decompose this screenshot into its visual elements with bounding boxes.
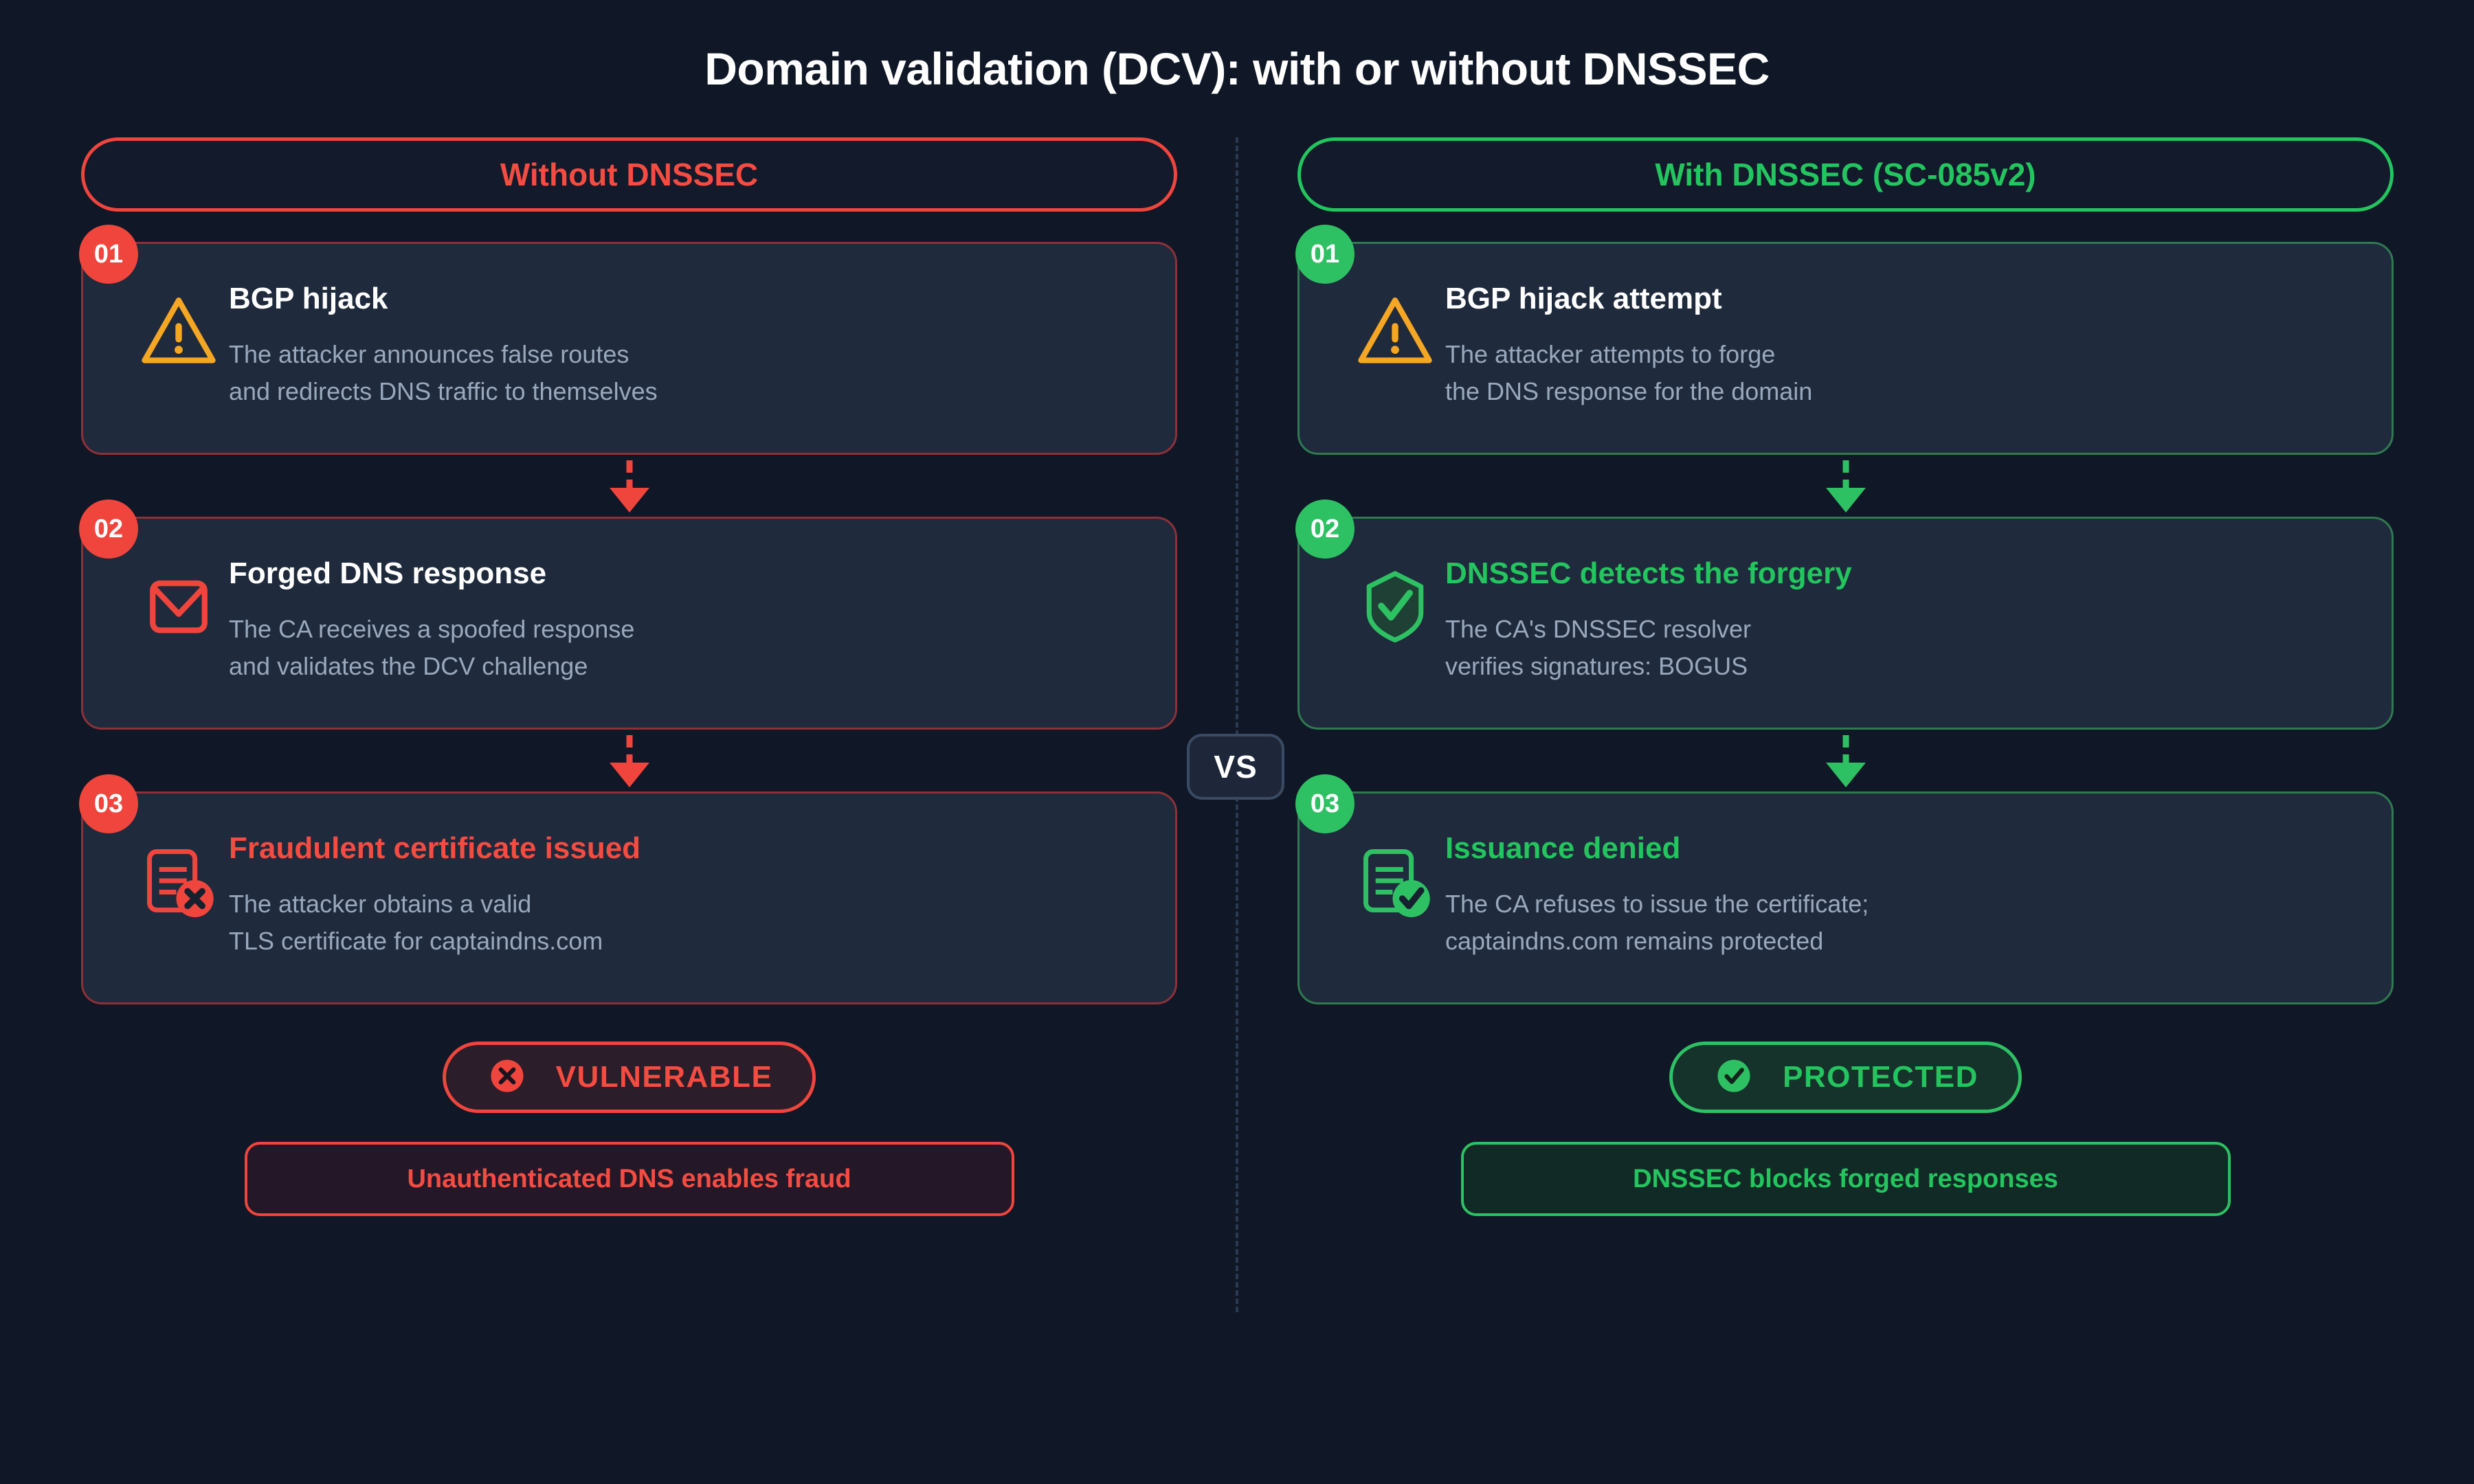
step-description-line1: The CA refuses to issue the certificate; [1445,890,1869,919]
circle-check-icon [1713,1055,1755,1101]
document-x-icon [138,840,219,921]
step-description-line2: TLS certificate for captaindns.com [229,926,603,955]
status-badge-protected: PROTECTED [1669,1042,2022,1113]
step-card: 01 BGP hijack The attacker announces fal… [79,225,1177,455]
status-row-left: VULNERABLE [81,1042,1177,1113]
column-without-dnssec: Without DNSSEC 01 BGP hijack The attacke… [79,137,1177,1216]
step-title: BGP hijack [229,282,388,315]
footer-note-right: DNSSEC blocks forged responses [1460,1142,2231,1216]
steps-list-left: 01 BGP hijack The attacker announces fal… [79,225,1177,1004]
status-label: PROTECTED [1783,1060,1979,1094]
step-description-line1: The CA receives a spoofed response [229,615,635,644]
step-card: 03 Fraudulent certificate issued The att… [79,774,1177,1004]
circle-x-icon [486,1055,528,1101]
step-number-badge: 01 [1295,225,1355,284]
step-description-line1: The attacker obtains a valid [229,890,532,919]
flow-arrow [81,730,1177,791]
footer-note-left: Unauthenticated DNS enables fraud [244,1142,1014,1216]
step-description-line1: The CA's DNSSEC resolver [1445,615,1751,644]
step-description-line2: the DNS response for the domain [1445,376,1813,405]
center-divider [1236,137,1238,1312]
arrow-head [1825,763,1866,787]
document-check-icon [1355,840,1436,921]
step-title: Issuance denied [1445,831,1681,865]
page-title: Domain validation (DCV): with or without… [704,43,1770,94]
vs-badge: VS [1187,734,1284,800]
step-card: 02 DNSSEC detects the forgery The CA's D… [1295,499,2394,730]
warning-triangle-icon [1355,291,1436,372]
column-with-dnssec: With DNSSEC (SC-085v2) 01 BGP hijack att… [1295,137,2394,1216]
step-description-line2: and validates the DCV challenge [229,651,588,680]
step-description-line2: and redirects DNS traffic to themselves [229,376,658,405]
arrow-stem [626,735,632,767]
step-number-badge: 03 [79,774,138,833]
step-number-badge: 03 [1295,774,1355,833]
warning-triangle-icon [138,291,219,372]
column-header-without-dnssec: Without DNSSEC [81,137,1177,212]
step-number-badge: 02 [79,499,138,559]
step-description-line1: The attacker announces false routes [229,340,629,369]
flow-arrow [1297,730,2394,791]
arrow-head [609,763,649,787]
step-card: 03 Issuance denied The CA refuses to iss… [1295,774,2394,1004]
arrow-stem [1842,460,1849,492]
step-number-badge: 02 [1295,499,1355,559]
step-title: DNSSEC detects the forgery [1445,556,1852,590]
step-number-badge: 01 [79,225,138,284]
flow-arrow [1297,455,2394,517]
step-title: Forged DNS response [229,556,547,590]
step-description-line1: The attacker attempts to forge [1445,340,1776,369]
arrow-stem [626,460,632,492]
step-description-line2: captaindns.com remains protected [1445,926,1824,955]
shield-check-icon [1355,565,1436,647]
step-card: 01 BGP hijack attempt The attacker attem… [1295,225,2394,455]
step-card: 02 Forged DNS response The CA receives a… [79,499,1177,730]
arrow-stem [1842,735,1849,767]
status-badge-vulnerable: VULNERABLE [442,1042,816,1113]
status-label: VULNERABLE [555,1060,773,1094]
flow-arrow [81,455,1177,517]
status-row-right: PROTECTED [1297,1042,2394,1113]
envelope-icon [138,565,219,647]
arrow-head [1825,488,1866,513]
column-header-with-dnssec: With DNSSEC (SC-085v2) [1297,137,2394,212]
steps-list-right: 01 BGP hijack attempt The attacker attem… [1295,225,2394,1004]
step-title: BGP hijack attempt [1445,282,1722,315]
arrow-head [609,488,649,513]
step-title: Fraudulent certificate issued [229,831,641,865]
step-description-line2: verifies signatures: BOGUS [1445,651,1748,680]
